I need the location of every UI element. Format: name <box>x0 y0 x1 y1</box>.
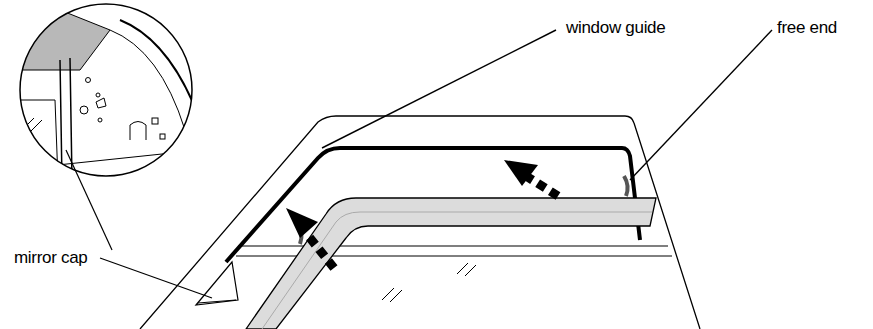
leader-line <box>66 150 112 250</box>
leader-line <box>100 258 212 298</box>
leader-line <box>322 30 556 148</box>
part-label: free end <box>777 18 837 38</box>
part-label: mirror cap <box>14 248 88 268</box>
inset-bracket <box>130 122 146 141</box>
inset-hole <box>80 106 88 114</box>
inset-bg <box>10 0 210 190</box>
arrow-head <box>504 160 538 186</box>
inset-frame <box>110 30 185 130</box>
inset-hole <box>86 78 91 83</box>
inset-pillar <box>60 58 72 180</box>
motion-arrow <box>306 233 334 268</box>
glass-reflection <box>382 263 476 302</box>
inset-hole <box>98 118 102 122</box>
part-label: window guide <box>566 18 665 38</box>
inset-slot <box>96 98 106 108</box>
clip <box>624 176 628 196</box>
inset-circle <box>20 4 192 176</box>
door-frame <box>140 116 700 329</box>
inset-slot <box>152 118 158 124</box>
mirror-cap-edge <box>198 300 236 303</box>
motion-arrow <box>526 176 558 196</box>
inset-sill <box>10 150 200 170</box>
inset-slot <box>160 134 165 139</box>
deflector-highlight <box>262 212 652 329</box>
inset-hole <box>96 93 100 97</box>
glass-edge <box>238 245 668 246</box>
arrow-head <box>286 208 318 238</box>
leader-line <box>630 30 772 180</box>
wind-deflector <box>246 198 656 329</box>
mirror-cap <box>196 262 238 305</box>
inset-glass <box>10 100 58 180</box>
inset-frame <box>120 20 200 120</box>
inset-detail <box>10 0 210 190</box>
